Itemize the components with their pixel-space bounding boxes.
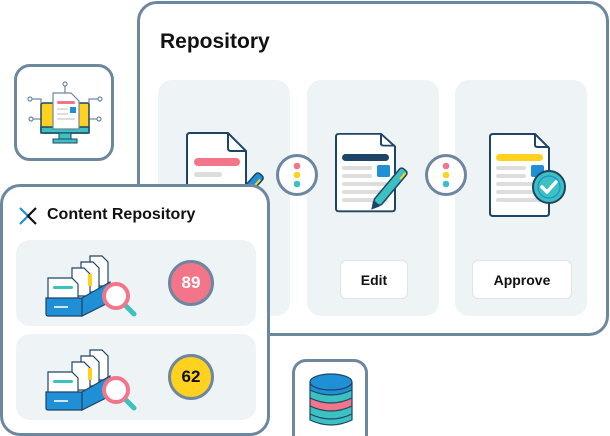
step-column-edit: Edit <box>307 80 439 316</box>
connector-2 <box>425 154 467 196</box>
count-badge: 89 <box>168 260 214 306</box>
connector-1 <box>276 154 318 196</box>
file-box-search-icon <box>45 255 137 317</box>
status-dots-icon <box>293 162 301 188</box>
x-logo-icon <box>19 207 37 225</box>
document-approved-icon <box>489 133 566 217</box>
database-tile <box>292 359 368 436</box>
count-badge: 62 <box>168 354 214 400</box>
document-edit-icon <box>335 133 408 213</box>
content-repository-title: Content Repository <box>47 206 196 223</box>
approve-button[interactable]: Approve <box>472 260 572 299</box>
file-box-search-icon <box>45 349 137 411</box>
content-repository-card: Content Repository 89 <box>0 184 270 436</box>
step-column-approve: Approve <box>455 80 587 316</box>
status-dots-icon <box>442 162 450 188</box>
database-icon <box>309 373 353 426</box>
monitor-tile <box>14 64 114 161</box>
monitor-document-network-icon <box>27 81 103 144</box>
repository-row[interactable]: 62 <box>16 334 256 420</box>
repository-row[interactable]: 89 <box>16 240 256 326</box>
edit-button[interactable]: Edit <box>340 260 408 299</box>
repository-title: Repository <box>160 30 270 53</box>
